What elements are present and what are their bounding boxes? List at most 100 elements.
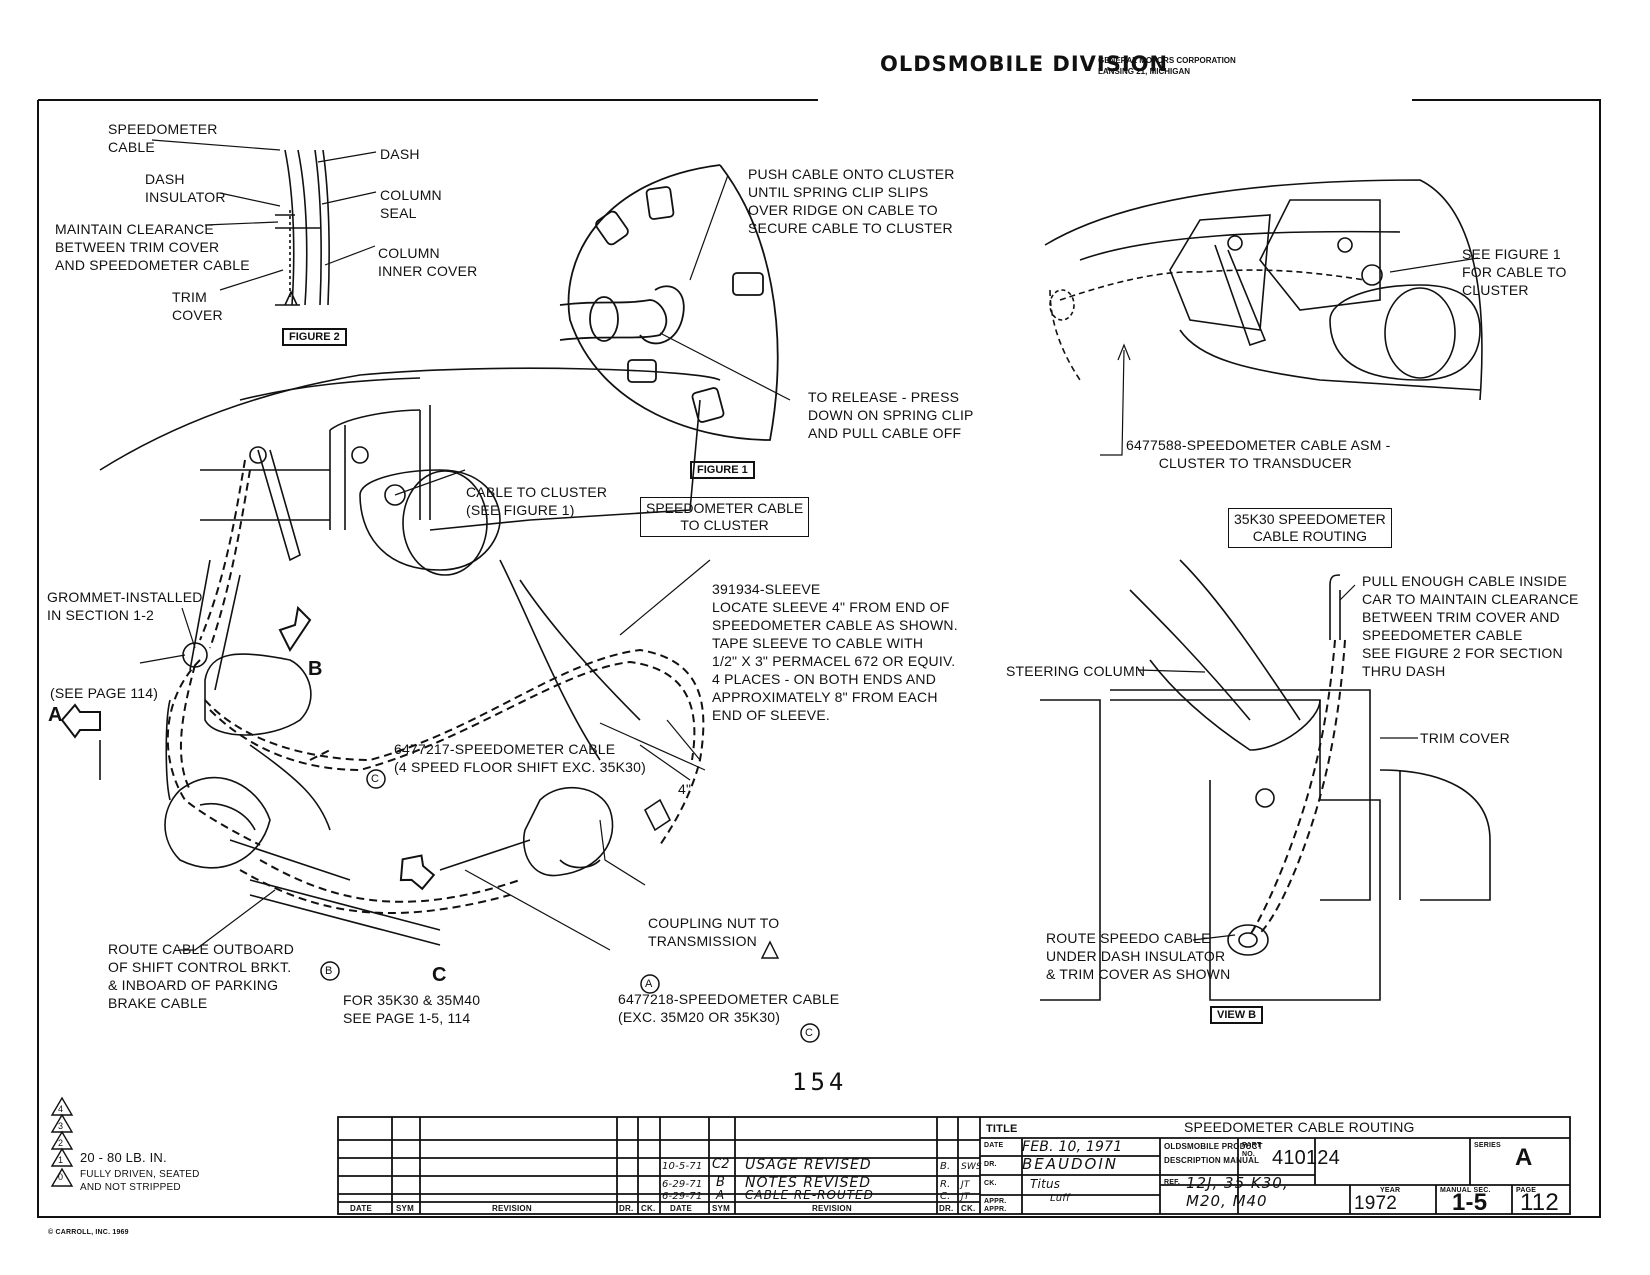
ref-label: REF.: [1164, 1179, 1180, 1186]
see-page-114-label: (SEE PAGE 114): [50, 685, 159, 701]
rev-row-2-date: 6-29-71: [662, 1179, 703, 1190]
cable-6477218-label: 6477218-SPEEDOMETER CABLE (EXC. 35M20 OR…: [618, 991, 840, 1025]
col-header-ck-1: CK.: [641, 1204, 656, 1213]
manual-sec-value: 1-5: [1452, 1189, 1488, 1216]
rev-row-1-ck: SWS: [961, 1162, 982, 1172]
fig2-column-inner-cover-label: COLUMN INNER COVER: [378, 245, 478, 279]
sleeve-note: 391934-SLEEVE LOCATE SLEEVE 4" FROM END …: [712, 581, 958, 723]
viewb-cable: [1249, 639, 1346, 936]
figure1-drawing: [559, 164, 779, 441]
rev-row-2-text: NOTES REVISED: [745, 1175, 872, 1191]
legend-mark-4: 4: [58, 1104, 64, 1114]
fig1-release-note: TO RELEASE - PRESS DOWN ON SPRING CLIP A…: [808, 389, 974, 441]
rev-row-1-text: USAGE REVISED: [745, 1157, 872, 1173]
drawing-title: SPEEDOMETER CABLE ROUTING: [1184, 1119, 1415, 1135]
legend-torque: 20 - 80 LB. IN.: [80, 1150, 167, 1165]
manual-sec-label: MANUAL SEC.: [1440, 1187, 1491, 1194]
figure2-sketch: [275, 149, 330, 306]
routing35k30-box-caption: 35K30 SPEEDOMETER CABLE ROUTING: [1228, 508, 1392, 548]
cable-6477217-label: 6477217-SPEEDOMETER CABLE (4 SPEED FLOOR…: [394, 741, 646, 775]
fig2-maintain-clearance-label: MAINTAIN CLEARANCE BETWEEN TRIM COVER AN…: [55, 221, 250, 273]
legend-mark-1: 1: [58, 1155, 64, 1165]
rev-row-3-text: CABLE RE-ROUTED: [745, 1188, 874, 1202]
series-value: A: [1515, 1144, 1533, 1171]
corp-line-1: GENERAL MOTORS CORPORATION: [1098, 56, 1236, 65]
legend-mark-0: 0: [58, 1172, 64, 1182]
col-header-sym-2: SYM: [712, 1204, 730, 1213]
part-no-label: PART NO.: [1242, 1142, 1262, 1158]
routing35k30-drawing: [1044, 179, 1483, 401]
ck-label: CK.: [984, 1180, 997, 1187]
route-speedo-label: ROUTE SPEEDO CABLE UNDER DASH INSULATOR …: [1046, 930, 1231, 982]
see-figure1-label: SEE FIGURE 1 FOR CABLE TO CLUSTER: [1462, 246, 1567, 298]
product-line-1: OLDSMOBILE PRODUCT: [1164, 1142, 1263, 1151]
rev-row-3-sym: A: [716, 1188, 725, 1202]
circled-letters: [320, 769, 820, 1043]
ref-value: 12J, 35 K30, M20, M40: [1186, 1174, 1289, 1210]
main-leaders: [139, 469, 711, 951]
for-35k30-label: FOR 35K30 & 35M40 SEE PAGE 1-5, 114: [343, 992, 481, 1026]
circle-a: A: [645, 978, 653, 990]
cable-to-cluster-label: CABLE TO CLUSTER (SEE FIGURE 1): [466, 484, 608, 518]
col-header-ck-2: CK.: [961, 1204, 976, 1213]
copyright-line: © CARROLL, INC. 1969: [48, 1229, 129, 1236]
pull-cable-note: PULL ENOUGH CABLE INSIDE CAR TO MAINTAIN…: [1362, 573, 1579, 679]
page-value: 112: [1520, 1189, 1559, 1216]
fig2-trim-cover-label: TRIM COVER: [172, 289, 223, 323]
dr-value: BEAUDOIN: [1022, 1155, 1119, 1173]
viewb-leaders: [1137, 584, 1418, 941]
col-header-revision-1: REVISION: [492, 1204, 532, 1213]
title-block-grid: [337, 1116, 1571, 1215]
fig2-column-seal-label: COLUMN SEAL: [380, 187, 442, 221]
col-header-date-1: DATE: [350, 1204, 372, 1213]
page-label: PAGE: [1516, 1187, 1537, 1194]
dr-label: DR.: [984, 1161, 997, 1168]
col-header-dr-2: DR.: [939, 1204, 954, 1213]
grommet-label: GROMMET-INSTALLED IN SECTION 1-2: [47, 589, 203, 623]
col-header-sym-1: SYM: [396, 1204, 414, 1213]
ck-value: Titus: [1030, 1177, 1061, 1191]
date-value: FEB. 10, 1971: [1022, 1139, 1123, 1155]
division-title: OLDSMOBILE DIVISION: [880, 52, 1169, 76]
date-label: DATE: [984, 1142, 1004, 1149]
view-b-tag: VIEW B: [1210, 1006, 1264, 1024]
legend-triangles: [50, 940, 780, 1187]
rev-row-2-dr: R.: [940, 1179, 951, 1190]
figure2-leaders: [151, 139, 377, 291]
col-header-revision-2: REVISION: [812, 1204, 852, 1213]
part-no-value: 410124: [1272, 1147, 1340, 1169]
rev-row-1-dr: B.: [940, 1161, 951, 1172]
dim-4in-label: 4": [678, 781, 692, 797]
circle-b: B: [325, 965, 333, 977]
figure2-tag: FIGURE 2: [282, 328, 347, 346]
col-header-date-2: DATE: [670, 1204, 692, 1213]
figure1-leaders: [659, 174, 791, 401]
page-number: 154: [792, 1068, 848, 1096]
fig2-dash-label: DASH: [380, 146, 420, 162]
view-c-letter: C: [432, 964, 447, 986]
rev-row-3-dr: C.: [940, 1191, 951, 1202]
title-label: TITLE: [986, 1123, 1018, 1135]
drawing-frame: [37, 99, 1601, 1218]
rev-row-2-sym: B: [716, 1175, 726, 1190]
legend-fully-driven: FULLY DRIVEN, SEATED AND NOT STRIPPED: [80, 1169, 200, 1193]
fig2-speedometer-cable-label: SPEEDOMETER CABLE: [108, 121, 218, 155]
fig1-box-caption: SPEEDOMETER CABLE TO CLUSTER: [640, 497, 810, 537]
routing35k30-leaders: [1100, 257, 1479, 456]
coupling-nut-label: COUPLING NUT TO TRANSMISSION: [648, 915, 780, 949]
fig1-push-note: PUSH CABLE ONTO CLUSTER UNTIL SPRING CLI…: [748, 166, 955, 236]
main-drawing: [99, 367, 721, 946]
viewb-drawing: [1040, 559, 1491, 1001]
figure1-tag: FIGURE 1: [690, 461, 755, 479]
rev-row-2-ck: JT: [961, 1180, 970, 1190]
year-value: 1972: [1354, 1193, 1398, 1214]
cable-6477588-label: 6477588-SPEEDOMETER CABLE ASM - CLUSTER …: [1126, 437, 1391, 471]
col-header-dr-1: DR.: [619, 1204, 634, 1213]
view-arrows: [60, 605, 436, 891]
rev-row-1-date: 10-5-71: [662, 1161, 703, 1172]
rev-row-1-sym: C2: [712, 1157, 730, 1172]
cable-routes: [166, 459, 705, 915]
fig2-dash-insulator-label: DASH INSULATOR: [145, 171, 226, 205]
steering-column-label: STEERING COLUMN: [1006, 663, 1146, 679]
